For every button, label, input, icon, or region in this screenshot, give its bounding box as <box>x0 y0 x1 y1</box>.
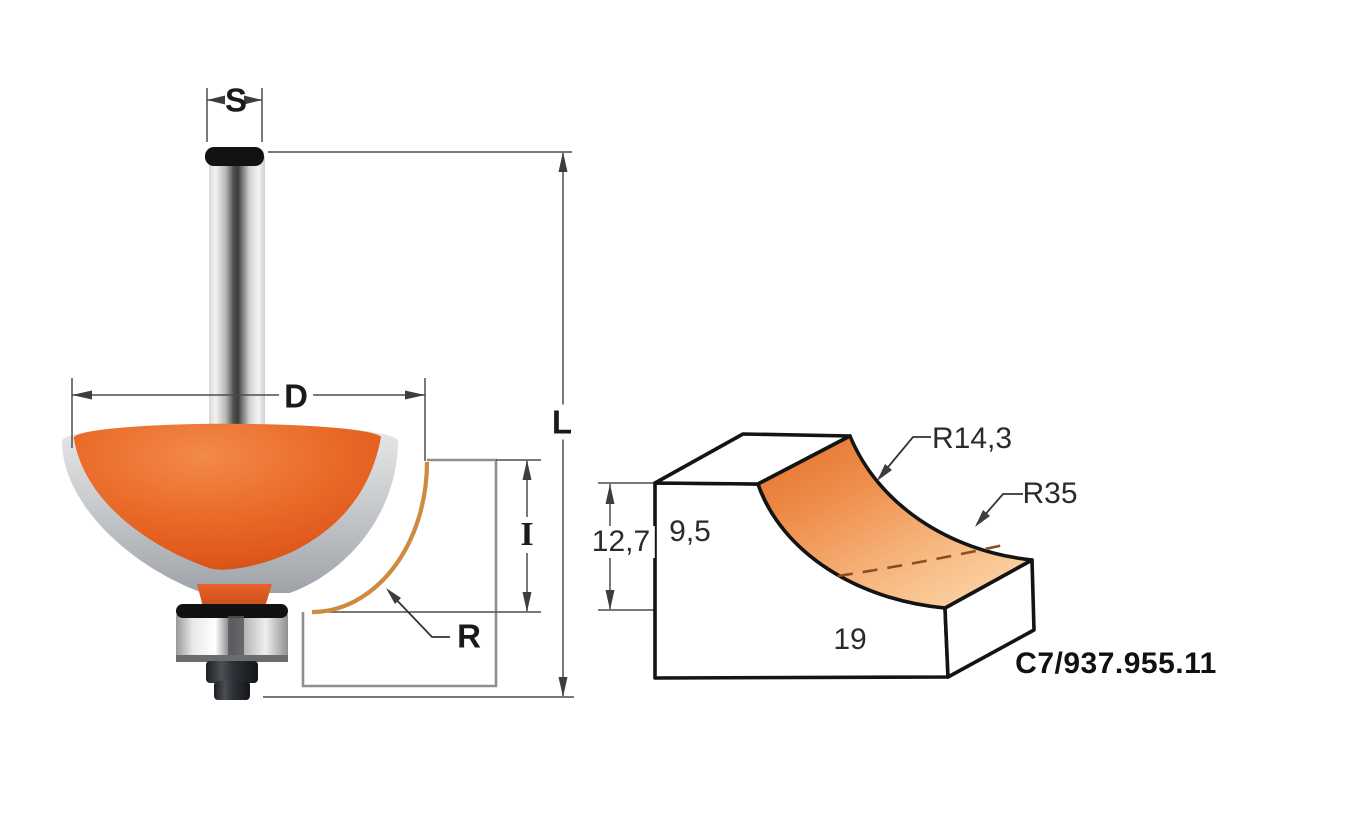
total-depth-value: 12,7 <box>586 526 656 558</box>
shank <box>209 156 265 434</box>
r-leader-line <box>389 592 450 638</box>
cut-depth-value: 9,5 <box>669 515 711 548</box>
r-leader-arrow <box>386 588 401 604</box>
s-arrow-right <box>244 95 262 105</box>
radius-large-arrow <box>975 510 990 527</box>
bearing-inner-race <box>228 616 244 660</box>
l-arrow-down <box>558 677 568 697</box>
radius-transition-dashed-line <box>837 542 1009 578</box>
overall-length-label: L <box>546 404 578 440</box>
radius-small-leader <box>878 436 931 479</box>
d-arrow-right <box>405 390 425 400</box>
bearing-bottom-edge <box>176 655 288 662</box>
radius-large-value: R35 <box>1022 477 1078 510</box>
radius-small-arrow <box>877 464 892 481</box>
cutter-body <box>73 423 382 570</box>
d-arrow-left <box>72 390 92 400</box>
cut-width-value: 19 <box>828 624 872 656</box>
arbor-nut-upper <box>206 661 258 683</box>
i-arrow-down <box>522 592 532 612</box>
l-arrow-up <box>558 152 568 172</box>
total-depth-arrow-up <box>605 484 615 504</box>
radius-small-value: R14,3 <box>931 422 1013 455</box>
shank-top-cap <box>205 147 264 166</box>
arbor-neck <box>197 584 272 607</box>
part-number: C7/937.955.11 <box>1015 647 1217 680</box>
shank-diameter-label: S <box>224 81 248 119</box>
arbor-nut-lower <box>214 681 250 700</box>
profile-curve <box>311 461 430 615</box>
cutting-depth-label: I <box>515 517 539 553</box>
radius-label: R <box>457 617 481 655</box>
i-arrow-up <box>522 460 532 480</box>
cutting-diameter-label: D <box>279 378 313 414</box>
total-depth-arrow-down <box>605 590 615 610</box>
cove-surface <box>756 434 1034 610</box>
profile-box <box>301 458 498 688</box>
bearing-top-ring <box>176 604 288 618</box>
s-arrow-left <box>207 95 225 105</box>
